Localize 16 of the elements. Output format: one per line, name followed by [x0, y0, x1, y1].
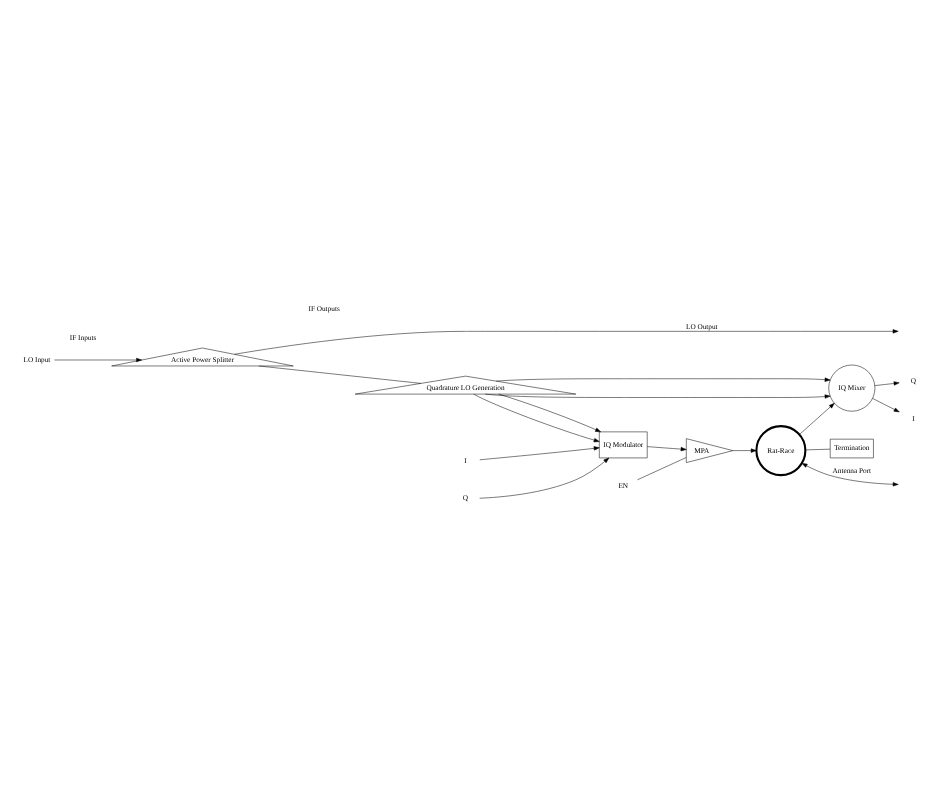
arrow: [479, 456, 610, 498]
arrow: [732, 447, 757, 452]
arrow: [473, 392, 600, 442]
arrow: [872, 397, 900, 412]
arrow: [479, 445, 600, 460]
arrow: [874, 380, 900, 385]
arrow: [799, 402, 835, 434]
arrow: [54, 356, 142, 362]
connector: [805, 447, 831, 450]
arrow: [647, 445, 687, 451]
arrow: [234, 328, 899, 354]
connector: [258, 364, 422, 383]
arrow: [498, 392, 601, 432]
arrow: [801, 462, 899, 486]
arrow: [485, 392, 831, 398]
arrow: [495, 376, 831, 381]
